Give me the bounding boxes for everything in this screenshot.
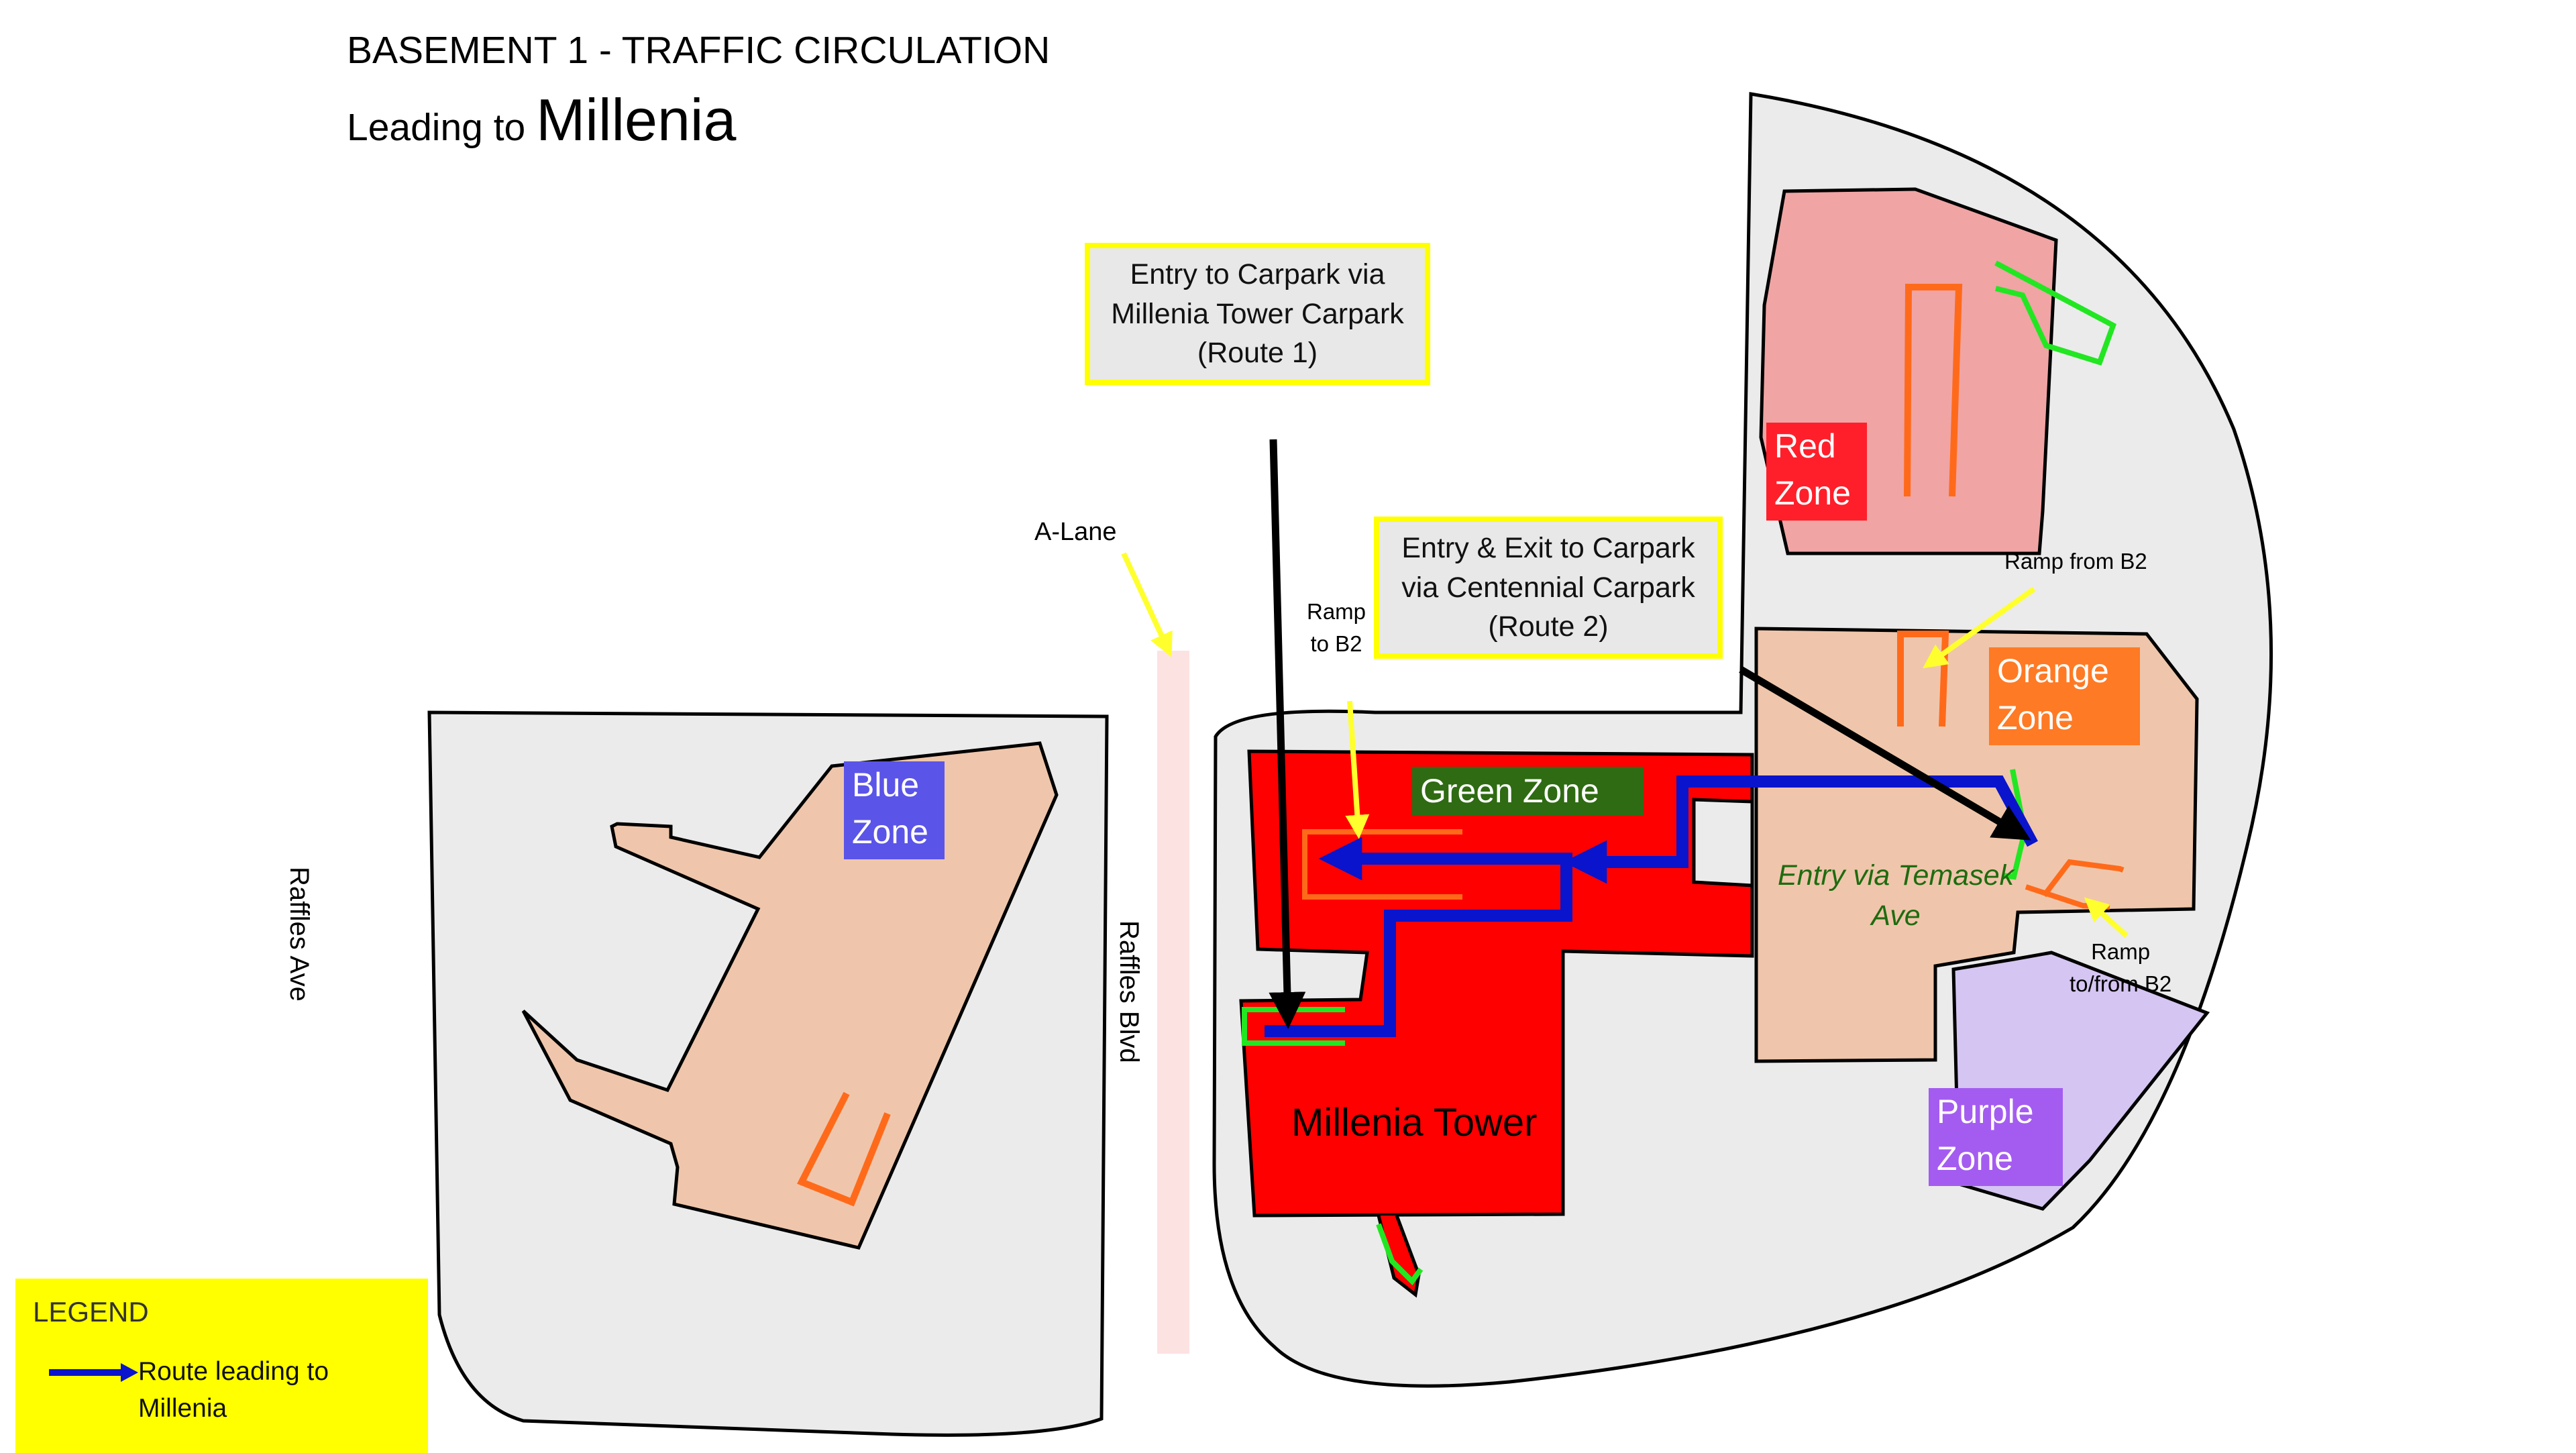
subtitle-emphasis: Millenia [536,87,737,153]
raffles-ave-label: Raffles Ave [284,867,314,1002]
millenia-tower-label: Millenia Tower [1291,1101,1538,1144]
ramp-from-b2-pointer-arrow [1923,586,2036,669]
green-zone-tag: Green Zone [1412,767,1644,816]
route-leading-to-millenia [1265,837,1572,1037]
orange-zone-tag: Orange Zone [1989,647,2140,745]
legend-route-text: Route leading to Millenia [138,1354,329,1427]
ramp-to-b2-label: Ramp to B2 [1307,596,1366,660]
legend: LEGEND Route leading to Millenia [15,1279,428,1453]
legend-route-line2: Millenia [138,1393,227,1423]
red-zone-ramp-orange [1904,284,1963,497]
route-leading-to-millenia-2 [1563,775,2038,884]
route2-pointer-arrow [1739,666,2031,841]
route2-callout-text: Entry & Exit to Carpark via Centennial C… [1401,532,1695,643]
entry-temasek-label: Entry via Temasek Ave [1778,855,2014,936]
a-lane-strip [1157,651,1189,1354]
ramp-to-from-b2-line1: Ramp [2091,939,2151,964]
legend-title: LEGEND [33,1296,149,1328]
a-lane-pointer-arrow [1121,552,1173,657]
temasek-ramp-green [2002,769,2028,880]
map-subtitle: Leading to Millenia [347,86,736,154]
route1-pointer-arrow [1269,439,1306,1029]
purple-zone-tag: Purple Zone [1929,1088,2063,1186]
ramp-to-b2-orange [1302,829,1462,900]
purple-zone-line1: Purple [1937,1093,2034,1130]
a-lane-label: A-Lane [1034,518,1117,546]
route2-callout: Entry & Exit to Carpark via Centennial C… [1374,517,1723,659]
ramp-to-b2-line2: to B2 [1310,631,1362,656]
route-arrow-icon [49,1363,138,1382]
legend-route-line1: Route leading to [138,1357,329,1386]
orange-zone-line1: Orange [1997,652,2109,690]
ramp-to-from-b2-pointer-arrow [2084,897,2129,938]
millenia-tower-gap [1692,798,1754,887]
ramp-to-b2-pointer-arrow [1345,700,1370,839]
map-title: BASEMENT 1 - TRAFFIC CIRCULATION [347,29,1051,72]
raffles-blvd-label: Raffles Blvd [1114,920,1144,1063]
entry-temasek-line1: Entry via Temasek [1778,859,2015,892]
ramp-from-b2-label: Ramp from B2 [2004,549,2147,574]
subtitle-prefix: Leading to [347,106,526,149]
millenia-tower-tail-ramp [1376,1223,1424,1286]
purple-zone-line2: Zone [1937,1140,2013,1177]
ramp-to-from-b2-line2: to/from B2 [2070,971,2172,996]
blue-zone-building [521,741,1059,1250]
red-zone-line1: Red [1774,427,1836,465]
ramp-to-from-b2-label: Ramp to/from B2 [2070,936,2171,1000]
route1-callout-text: Entry to Carpark via Millenia Tower Carp… [1111,258,1404,370]
orange-zone-line2: Zone [1997,699,2074,737]
red-zone-ramp-green [1994,260,2116,366]
blue-zone-line1: Blue [852,766,920,804]
orange-zone-ramp [1897,631,1949,727]
ramp-to-b2-line1: Ramp [1307,599,1366,624]
blue-zone-line2: Zone [852,813,928,851]
entry-temasek-line2: Ave [1871,900,1921,932]
blue-zone-ramp [797,1091,891,1207]
red-zone-line2: Zone [1774,474,1851,512]
temasek-ramp-orange [2041,859,2125,898]
blue-zone-tag: Blue Zone [844,761,945,859]
route1-callout: Entry to Carpark via Millenia Tower Carp… [1085,243,1430,385]
red-zone-tag: Red Zone [1766,423,1867,521]
